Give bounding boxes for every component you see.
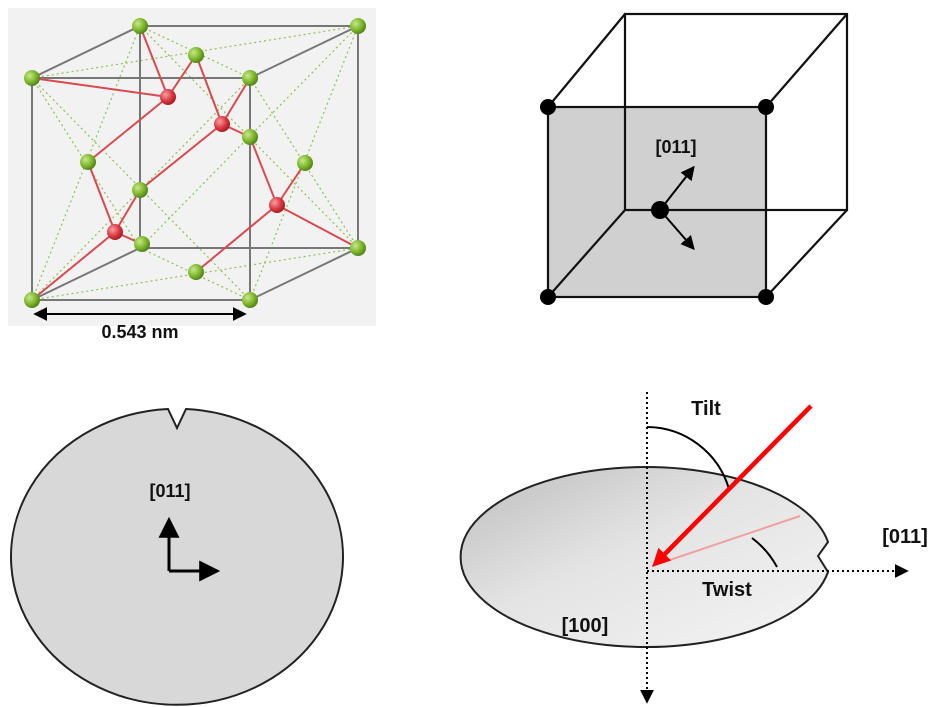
silicon-atom	[134, 236, 150, 252]
silicon-atom	[24, 70, 40, 86]
dopant-atom	[107, 224, 123, 240]
cube-direction-arrow	[659, 209, 695, 251]
silicon-atom	[242, 70, 258, 86]
lattice-dimension-label: 0.543 nm	[101, 322, 178, 342]
incident-beam-arrow	[652, 404, 813, 567]
cube-corner-node	[758, 289, 774, 305]
silicon-atom	[24, 292, 40, 308]
silicon-atom	[297, 155, 313, 171]
twist-angle-arc	[751, 537, 778, 568]
lattice-cube-frame	[31, 25, 359, 301]
cube-corner-node	[540, 289, 556, 305]
cube-corner-node	[540, 99, 556, 115]
dopant-atom	[160, 89, 176, 105]
normal-direction-label: [100]	[562, 615, 609, 637]
silicon-atom	[132, 18, 148, 34]
cube-edges	[546, 12, 849, 299]
silicon-atom	[350, 240, 366, 256]
wafer-tilted-panel: Tilt Twist [011] [100]	[459, 392, 928, 704]
silicon-atom	[350, 18, 366, 34]
wafer-top-panel: [011]	[10, 407, 344, 706]
tilt-angle-arc	[646, 426, 730, 490]
dopant-atom	[269, 197, 285, 213]
tilt-label: Tilt	[691, 398, 721, 420]
wafer-top-disk	[10, 407, 344, 706]
wafer-tilted-disk	[459, 466, 830, 648]
silicon-atom	[188, 264, 204, 280]
dopant-atom	[214, 116, 230, 132]
silicon-atom	[132, 182, 148, 198]
cube-panel: [011]	[540, 12, 849, 305]
lattice-atoms	[24, 18, 366, 308]
silicon-atom	[242, 129, 258, 145]
in-plane-direction-label: [011]	[882, 526, 928, 548]
lattice-bonds	[31, 25, 359, 301]
silicon-atom	[242, 292, 258, 308]
silicon-atom	[188, 47, 204, 63]
cube-corner-node	[758, 99, 774, 115]
cube-direction-label: [011]	[655, 137, 696, 157]
twist-label: Twist	[702, 579, 752, 601]
wafer-top-direction-label: [011]	[149, 481, 190, 501]
beam-projection-line	[651, 515, 801, 567]
diamond-lattice-panel: 0.543 nm	[8, 8, 376, 342]
silicon-atom	[80, 154, 96, 170]
cube-direction-arrow	[659, 165, 695, 211]
